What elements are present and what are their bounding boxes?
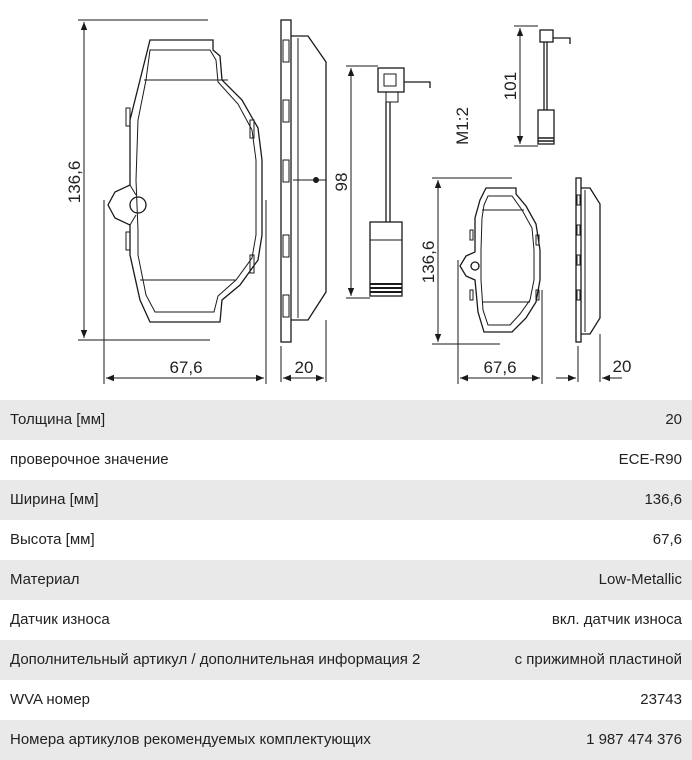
technical-drawing: 136,6 67,6 20 98	[65, 19, 632, 384]
spec-value: 136,6	[644, 491, 682, 508]
spec-row-height: Высота [мм] 67,6	[0, 520, 692, 560]
spec-row-thickness: Толщина [мм] 20	[0, 400, 692, 440]
spec-label: Высота [мм]	[10, 531, 95, 548]
spec-value: Low-Metallic	[598, 571, 682, 588]
spec-label: Материал	[10, 571, 80, 588]
big-pad-height-label: 136,6	[65, 161, 84, 204]
small-pad-thickness-label: 20	[613, 357, 632, 376]
spec-value: 1 987 474 376	[586, 731, 682, 748]
spec-label: Ширина [мм]	[10, 491, 99, 508]
big-pad-width-dimension: 67,6	[103, 200, 267, 384]
small-pad-front-view: 136,6 67,6	[419, 177, 543, 384]
spec-row-recommended-parts: Номера артикулов рекомендуемых комплекту…	[0, 720, 692, 760]
big-pad-front-view	[107, 39, 263, 323]
pivot-dot	[313, 177, 319, 183]
spec-row-wva-number: WVA номер 23743	[0, 680, 692, 720]
scale-label: M1:2	[453, 107, 472, 145]
big-wear-sensor: 98	[332, 65, 431, 299]
spec-label: Толщина [мм]	[10, 411, 106, 428]
spec-label: Дополнительный артикул / дополнительная …	[10, 651, 421, 668]
small-sensor-length-label: 101	[501, 72, 520, 100]
big-pad-side-view: 20	[280, 19, 327, 382]
spec-label: WVA номер	[10, 691, 91, 708]
small-pad-side-view: 20	[556, 177, 632, 382]
specifications-table: Толщина [мм] 20 проверочное значение ECE…	[0, 400, 692, 760]
spec-value: 23743	[640, 691, 682, 708]
drawing-canvas: 136,6 67,6 20 98	[65, 19, 632, 384]
spec-row-additional-info: Дополнительный артикул / дополнительная …	[0, 640, 692, 680]
big-pad-height-dimension: 136,6	[65, 19, 210, 341]
spec-label: проверочное значение	[10, 451, 169, 468]
spec-value: 67,6	[652, 531, 682, 548]
spec-value: 20	[665, 411, 682, 428]
small-wear-sensor: 101	[501, 25, 571, 147]
spec-row-material: Материал Low-Metallic	[0, 560, 692, 600]
small-pad-width-label: 67,6	[483, 358, 516, 377]
spec-label: Номера артикулов рекомендуемых комплекту…	[10, 731, 371, 748]
big-sensor-length-label: 98	[332, 173, 351, 192]
spec-row-wear-sensor: Датчик износа вкл. датчик износа	[0, 600, 692, 640]
small-pad-height-label: 136,6	[419, 241, 438, 284]
big-pad-width-label: 67,6	[169, 358, 202, 377]
spec-value: вкл. датчик износа	[551, 611, 682, 628]
spec-value: с прижимной пластиной	[514, 651, 682, 668]
spec-value: ECE-R90	[618, 451, 682, 468]
spec-row-width: Ширина [мм] 136,6	[0, 480, 692, 520]
big-pad-thickness-label: 20	[295, 358, 314, 377]
spec-row-test-value: проверочное значение ECE-R90	[0, 440, 692, 480]
spec-label: Датчик износа	[10, 611, 110, 628]
